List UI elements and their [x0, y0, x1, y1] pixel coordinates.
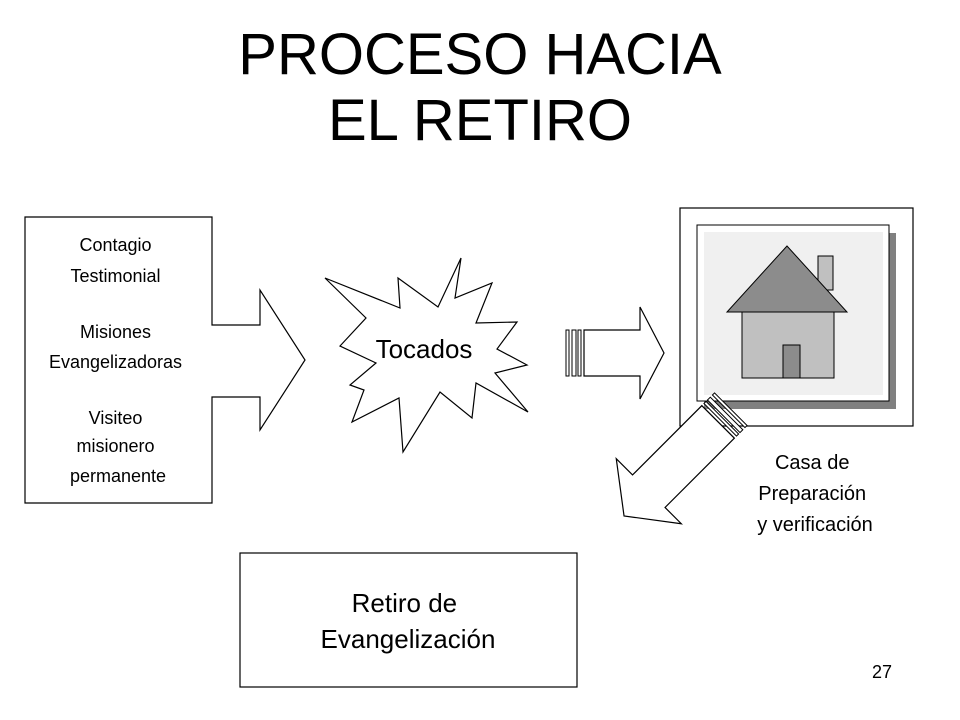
sources-arrow-shape	[24, 216, 306, 504]
title-line-2: EL RETIRO	[327, 88, 633, 153]
house-caption-line-1: Casa de	[775, 452, 850, 474]
svg-text:Retiro de Evangelización: Retiro de Evangelización	[321, 588, 496, 654]
source-item-3-line-2: misionero	[76, 436, 154, 456]
house-caption-line-3: y verificación	[757, 514, 873, 536]
house-icon	[725, 245, 849, 379]
page-number: 27	[871, 662, 893, 682]
retreat-box	[239, 552, 578, 688]
source-item-2-line-2: Evangelizadoras	[49, 352, 182, 372]
source-item-3-line-3: permanente	[70, 466, 166, 486]
striped-arrow-down-left	[615, 392, 748, 525]
source-item-3-line-1: Visiteo	[89, 408, 143, 428]
source-item-1-line-1: Contagio	[79, 235, 151, 255]
svg-text:Contagio Testimonial: Contagio Testimonial Misiones Evangeliza…	[49, 235, 187, 486]
burst-label: Tocados	[376, 334, 473, 364]
source-item-1-line-2: Testimonial	[70, 266, 160, 286]
source-item-2-line-1: Misiones	[80, 322, 151, 342]
retreat-box-line-2: Evangelización	[321, 624, 496, 654]
retreat-box-line-1: Retiro de	[352, 588, 458, 618]
title-line-1: PROCESO HACIA	[238, 22, 722, 87]
house-caption-line-2: Preparación	[758, 483, 866, 505]
burst-shape	[324, 257, 529, 454]
slide-title: PROCESO HACIA EL RETIRO	[0, 22, 960, 154]
svg-text:Casa de Preparación: Casa de Preparación y verificación	[757, 452, 873, 536]
striped-arrow-right	[565, 306, 665, 400]
